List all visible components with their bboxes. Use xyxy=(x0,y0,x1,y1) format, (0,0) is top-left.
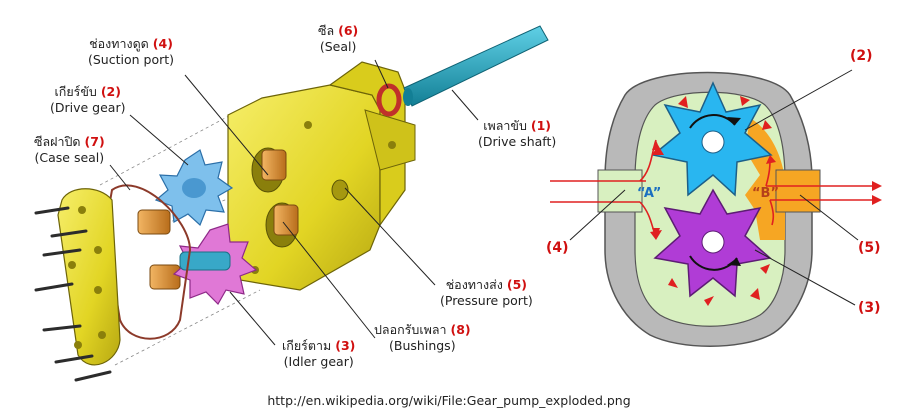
drive-gear xyxy=(154,149,234,227)
source-url: http://en.wikipedia.org/wiki/File:Gear_p… xyxy=(267,393,631,408)
label-case-seal-th: ซีลฝาปิด xyxy=(34,134,81,149)
shaft-seal xyxy=(376,83,402,117)
callout-2: (2) xyxy=(850,48,873,64)
label-idler-gear-num: (3) xyxy=(335,338,356,353)
label-drive-gear: เกียร์ขับ (2) (Drive gear) xyxy=(50,84,125,116)
label-drive-gear-en: (Drive gear) xyxy=(50,100,126,115)
label-suction-port-num: (4) xyxy=(152,36,173,51)
section-view xyxy=(550,69,882,347)
section-idler-gear xyxy=(653,188,772,298)
label-seal-en: (Seal) xyxy=(319,39,357,54)
outlet-arrow-bottom-icon xyxy=(872,195,882,205)
outlet-arrow-top-icon xyxy=(872,181,882,191)
section-leaders xyxy=(569,69,859,306)
label-drive-shaft: เพลาขับ (1) (Drive shaft) xyxy=(478,118,556,150)
guide-lines xyxy=(99,109,261,366)
callout-5: (5) xyxy=(858,240,881,256)
label-suction-port: ช่องทางดูด (4) (Suction port) xyxy=(88,36,174,68)
inlet-arrow-top-icon xyxy=(652,140,660,150)
label-drive-gear-num: (2) xyxy=(100,84,121,99)
label-seal-th: ซีล xyxy=(318,23,335,38)
port-a-label: “A” xyxy=(637,186,662,201)
inlet-arrow-bottom-icon xyxy=(652,228,660,238)
label-idler-gear-th: เกียร์ตาม xyxy=(282,338,332,353)
port-b-label: “B” xyxy=(752,186,779,201)
label-bushings: ปลอกรับเพลา (8) (Bushings) xyxy=(374,322,471,354)
label-pressure-port-th: ช่องทางส่ง xyxy=(445,277,503,292)
label-seal-num: (6) xyxy=(338,23,359,38)
exploded-view xyxy=(34,25,549,382)
label-case-seal-num: (7) xyxy=(84,134,105,149)
label-idler-gear: เกียร์ตาม (3) (Idler gear) xyxy=(282,338,355,370)
label-idler-gear-en: (Idler gear) xyxy=(283,354,354,369)
label-pressure-port-en: (Pressure port) xyxy=(440,293,533,308)
label-pressure-port-num: (5) xyxy=(506,277,528,292)
leader-lines xyxy=(109,59,479,346)
label-case-seal: ซีลฝาปิด (7) (Case seal) xyxy=(34,134,105,166)
label-drive-shaft-en: (Drive shaft) xyxy=(478,134,557,149)
section-drive-gear xyxy=(651,81,773,197)
label-bushings-th: ปลอกรับเพลา xyxy=(374,322,447,337)
label-drive-shaft-th: เพลาขับ xyxy=(483,118,527,133)
label-drive-gear-th: เกียร์ขับ xyxy=(54,84,97,99)
bushings xyxy=(137,149,299,290)
end-cover xyxy=(57,188,121,366)
label-case-seal-en: (Case seal) xyxy=(34,150,105,165)
callout-4: (4) xyxy=(546,240,569,256)
label-seal: ซีล (6) (Seal) xyxy=(318,23,358,55)
label-suction-port-th: ช่องทางดูด xyxy=(89,36,149,51)
bolts xyxy=(34,206,112,382)
inlet-channel xyxy=(597,169,643,213)
case-seal xyxy=(103,184,192,340)
label-bushings-num: (8) xyxy=(450,322,471,337)
idler-gear xyxy=(172,223,258,305)
label-pressure-port: ช่องทางส่ง (5) (Pressure port) xyxy=(440,277,533,309)
label-suction-port-en: (Suction port) xyxy=(88,52,175,67)
callout-3: (3) xyxy=(858,300,881,316)
pump-housing xyxy=(227,61,416,291)
label-drive-shaft-num: (1) xyxy=(530,118,551,133)
label-bushings-en: (Bushings) xyxy=(389,338,456,353)
main-flow xyxy=(550,139,872,237)
drive-shaft xyxy=(403,25,549,107)
